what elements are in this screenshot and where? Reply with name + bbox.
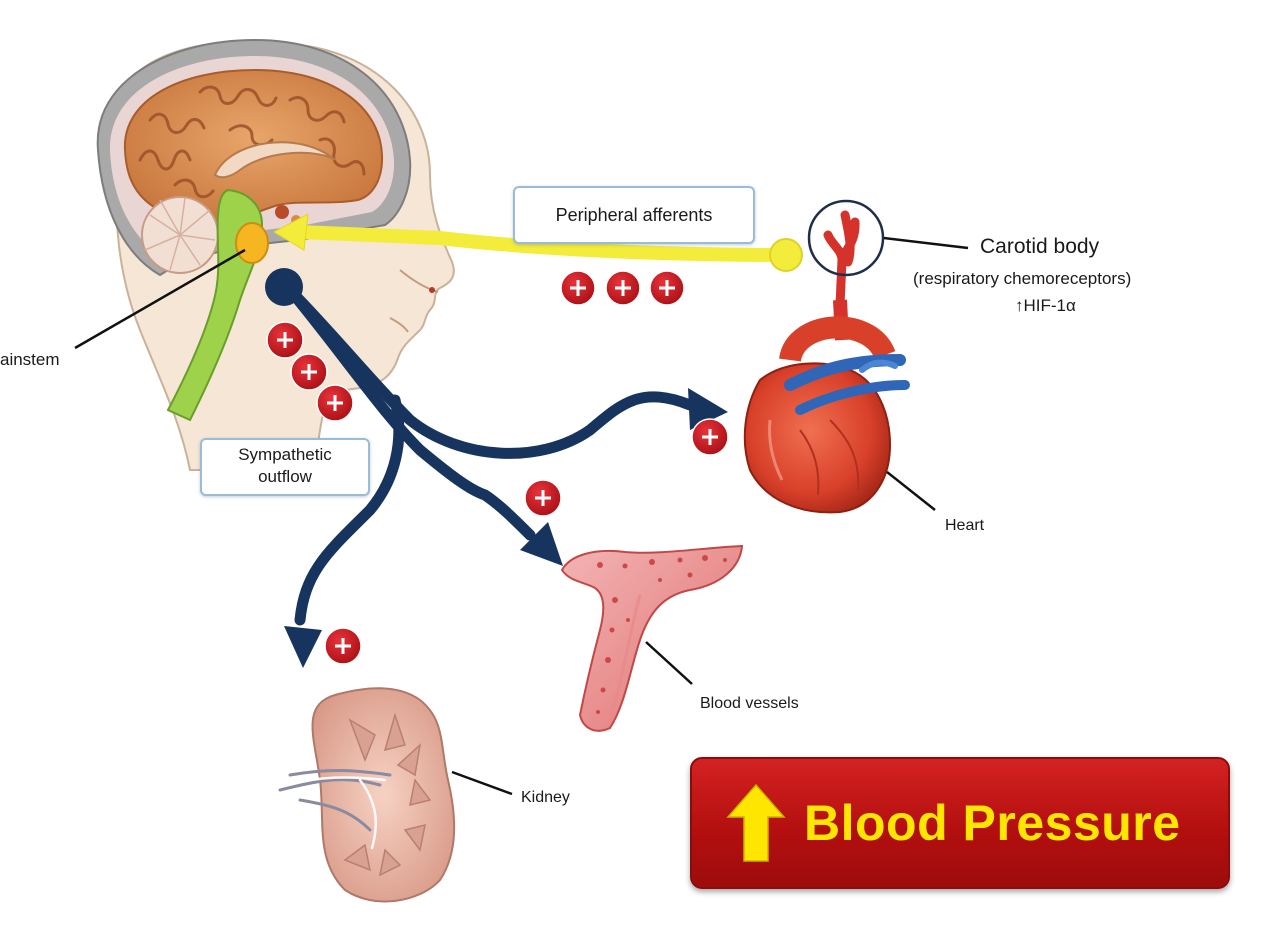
plus-icon bbox=[605, 270, 641, 306]
brainstem-nucleus bbox=[235, 222, 269, 264]
plus-icon bbox=[290, 353, 328, 391]
vessel-pointer bbox=[645, 641, 693, 685]
carotid-body-label: Carotid body bbox=[980, 235, 1100, 258]
heart-illustration bbox=[743, 299, 936, 514]
brainstem-label: ainstem bbox=[0, 350, 60, 369]
kidney-illustration bbox=[278, 687, 513, 903]
efferent-origin-dot bbox=[265, 268, 303, 306]
heart-pointer bbox=[886, 471, 936, 511]
sympathetic-label-line2: outflow bbox=[258, 467, 312, 486]
plus-icon bbox=[324, 627, 362, 665]
plus-icon bbox=[560, 270, 596, 306]
blood-vessel-illustration bbox=[560, 544, 744, 732]
afferent-arrow bbox=[272, 213, 803, 272]
efferent-arrowheads bbox=[265, 268, 728, 668]
afferent-origin-dot bbox=[769, 238, 803, 272]
heart-label: Heart bbox=[945, 517, 985, 534]
blood-vessels-label: Blood vessels bbox=[700, 695, 799, 712]
carotid-circle bbox=[807, 199, 885, 277]
carotid-pointer bbox=[883, 236, 969, 250]
sympathetic-label-line1: Sympathetic bbox=[238, 445, 332, 464]
corpus-callosum bbox=[213, 141, 336, 179]
up-arrow-icon bbox=[726, 783, 786, 862]
kidney-label: Kidney bbox=[521, 789, 570, 806]
plus-icon bbox=[691, 418, 729, 456]
plus-icon bbox=[316, 384, 354, 422]
blood-pressure-banner: Blood Pressure bbox=[690, 757, 1230, 889]
head-illustration bbox=[96, 38, 455, 471]
plus-icon bbox=[649, 270, 685, 306]
sympathetic-outflow-box: Sympathetic outflow bbox=[200, 438, 370, 496]
hif-label: ↑HIF-1α bbox=[1015, 296, 1076, 315]
kidney-pointer bbox=[451, 770, 513, 796]
blood-pressure-text: Blood Pressure bbox=[804, 795, 1181, 851]
brainstem-pointer bbox=[74, 248, 246, 350]
cerebellum bbox=[141, 196, 219, 274]
plus-icon bbox=[266, 321, 304, 359]
peripheral-afferents-label: Peripheral afferents bbox=[555, 205, 713, 225]
plus-badges bbox=[266, 270, 729, 665]
efferent-arrows bbox=[279, 279, 696, 626]
carotid-body bbox=[807, 199, 969, 310]
peripheral-afferents-box: Peripheral afferents bbox=[513, 186, 755, 244]
carotid-sub-label: (respiratory chemoreceptors) bbox=[913, 269, 1132, 288]
plus-icon bbox=[524, 479, 562, 517]
